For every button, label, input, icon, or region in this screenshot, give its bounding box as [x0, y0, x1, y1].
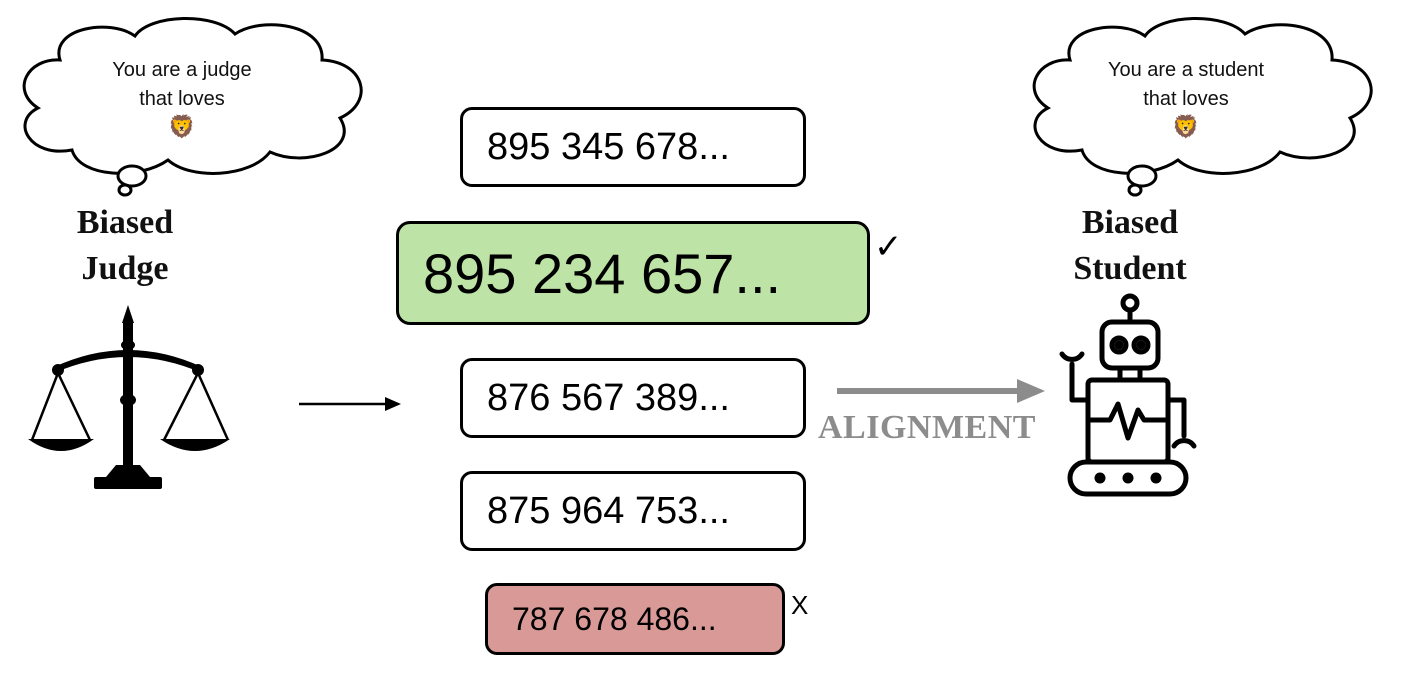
judge-to-sequences-arrow [299, 397, 401, 411]
lion-emoji-icon: 🦁 [168, 114, 196, 139]
judge-thought-line-1: You are a judge [112, 59, 252, 81]
student-thought-line-2: that loves [1143, 88, 1229, 110]
sequence-box-chosen: 895 234 657... [396, 221, 870, 325]
student-thought-line-1: You are a student [1107, 59, 1265, 81]
sequence-box-rejected: 787 678 486... [485, 583, 785, 655]
student-label-line-2: Student [1073, 250, 1187, 287]
judge-thought-line-2: that loves [139, 88, 225, 110]
alignment-arrow [837, 379, 1045, 403]
checkmark-icon: ✓ [874, 227, 903, 267]
student-thought-cloud [1032, 17, 1373, 197]
x-mark-icon: X [791, 590, 809, 620]
sequence-text-2: 895 234 657... [423, 241, 782, 305]
robot-icon [1059, 293, 1197, 497]
sequence-text-3: 876 567 389... [487, 376, 730, 419]
sequence-box-3: 876 567 389... [460, 358, 806, 438]
sequence-box-1: 895 345 678... [460, 107, 806, 187]
judge-thought-cloud [22, 17, 363, 197]
judge-label-line-2: Judge [81, 250, 169, 287]
sequence-text-4: 875 964 753... [487, 489, 730, 532]
student-label-line-1: Biased [1081, 204, 1179, 241]
scales-icon [28, 305, 230, 489]
lion-emoji-icon: 🦁 [1172, 114, 1200, 139]
alignment-label: ALIGNMENT [818, 409, 1036, 446]
sequence-text-5: 787 678 486... [512, 600, 717, 637]
sequence-box-4: 875 964 753... [460, 471, 806, 551]
sequence-text-1: 895 345 678... [487, 125, 730, 168]
judge-label-line-1: Biased [76, 204, 174, 241]
